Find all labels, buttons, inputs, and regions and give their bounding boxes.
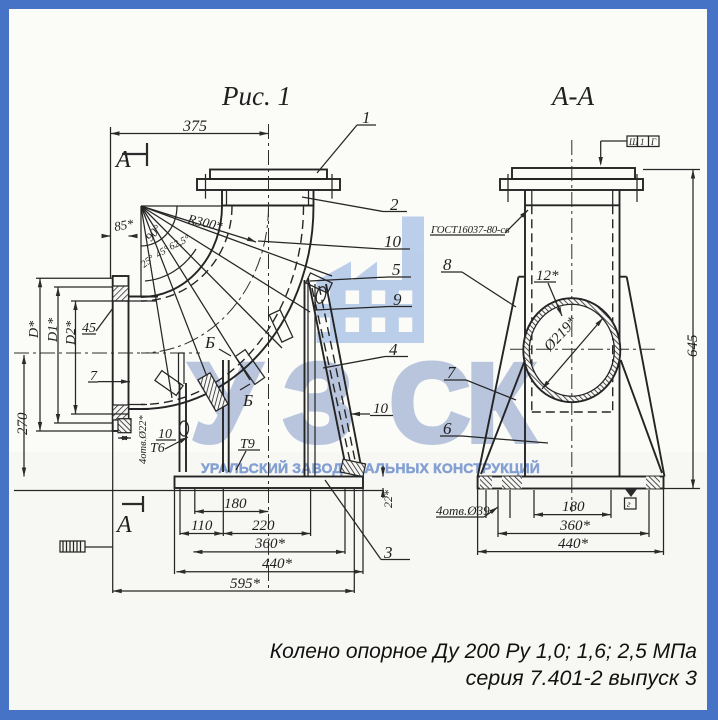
svg-text:1: 1 [640, 137, 645, 147]
svg-text:Б: Б [204, 333, 215, 352]
svg-text:8: 8 [443, 255, 452, 274]
svg-text:Рис. 1: Рис. 1 [221, 81, 291, 111]
svg-text:4отв.Ø22*: 4отв.Ø22* [138, 415, 149, 464]
svg-text:110: 110 [191, 518, 213, 534]
svg-text:10: 10 [373, 401, 389, 417]
svg-text:ГОСТ16037-80-св: ГОСТ16037-80-св [430, 224, 510, 236]
svg-text:УРАЛЬСКИЙ ЗАВОД СТАЛЬНЫХ КОНСТ: УРАЛЬСКИЙ ЗАВОД СТАЛЬНЫХ КОНСТРУКЦИЙ [201, 459, 540, 476]
svg-text:D1*: D1* [46, 318, 61, 343]
svg-text:220: 220 [252, 518, 275, 534]
svg-text:440*: 440* [558, 536, 589, 552]
svg-text:Т6: Т6 [150, 441, 165, 456]
svg-text:180: 180 [224, 496, 247, 512]
svg-text:6: 6 [443, 419, 452, 438]
svg-text:7: 7 [447, 363, 457, 382]
svg-text:10: 10 [384, 232, 402, 251]
svg-text:3: 3 [383, 543, 393, 562]
svg-text:1: 1 [362, 108, 371, 127]
svg-text:А: А [114, 147, 131, 173]
svg-text:645: 645 [685, 334, 701, 357]
svg-text:12*: 12* [536, 268, 559, 284]
svg-text:D*: D* [27, 321, 42, 339]
svg-text:Т9: Т9 [240, 437, 255, 452]
svg-text:5: 5 [392, 260, 401, 279]
svg-text:45: 45 [82, 321, 96, 336]
svg-text:серия 7.401-2 выпуск 3: серия 7.401-2 выпуск 3 [466, 666, 697, 690]
svg-text:375: 375 [182, 118, 207, 135]
svg-text:595*: 595* [230, 576, 261, 592]
svg-text:2: 2 [390, 195, 399, 214]
svg-text:D2*: D2* [64, 321, 79, 346]
svg-text:9: 9 [393, 290, 402, 309]
svg-text:4отв.Ø39: 4отв.Ø39 [436, 503, 490, 518]
svg-text:А: А [115, 512, 132, 538]
svg-text:г: г [627, 499, 631, 509]
svg-text:270: 270 [15, 412, 31, 435]
svg-text:Щ: Щ [628, 137, 639, 147]
svg-text:Б: Б [242, 391, 253, 410]
svg-text:4: 4 [389, 340, 398, 359]
svg-text:180: 180 [562, 499, 585, 515]
svg-text:А-А: А-А [550, 81, 594, 111]
svg-text:Г: Г [650, 137, 657, 147]
svg-text:10: 10 [158, 427, 172, 442]
svg-text:360*: 360* [254, 536, 286, 552]
svg-text:440*: 440* [262, 556, 293, 572]
svg-text:7: 7 [90, 369, 98, 384]
svg-text:Колено опорное Ду 200 Ру 1,0;: Колено опорное Ду 200 Ру 1,0; 1,6; 2,5 М… [270, 640, 697, 663]
svg-text:360*: 360* [559, 518, 591, 534]
svg-text:85*: 85* [113, 216, 135, 234]
